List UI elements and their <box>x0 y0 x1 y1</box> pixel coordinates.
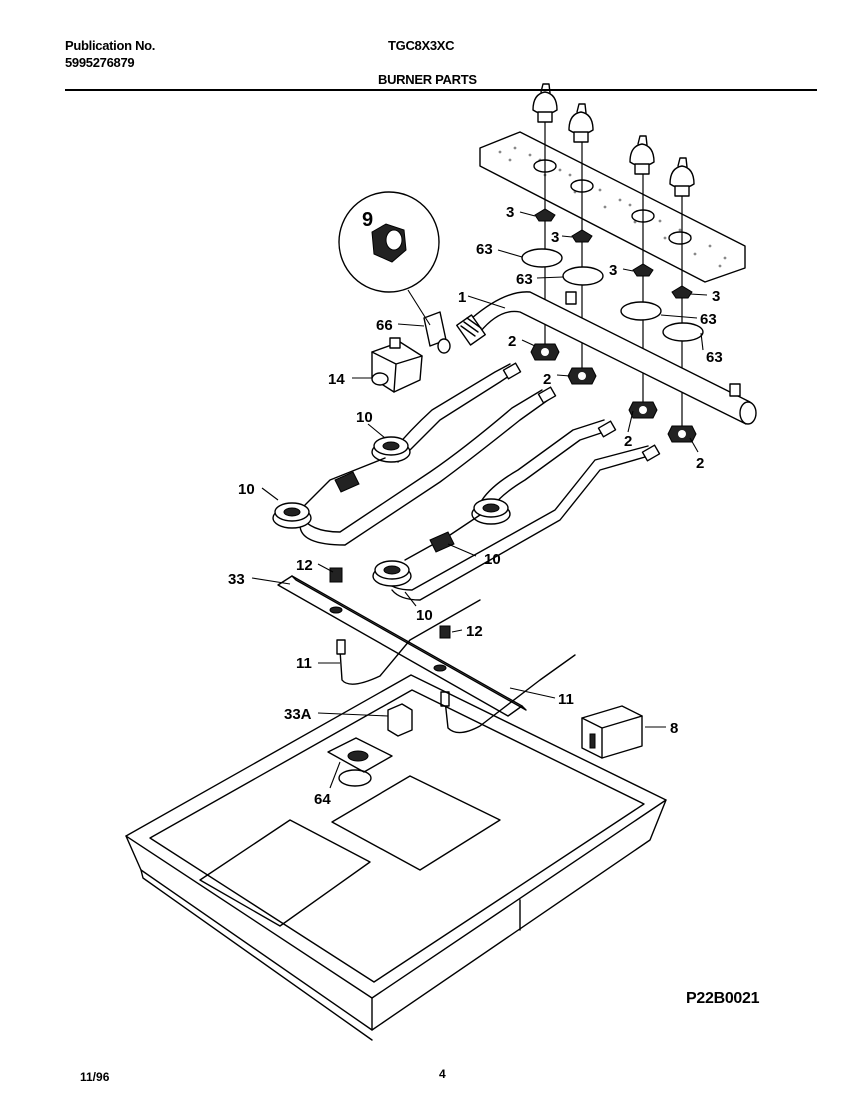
bezels <box>534 208 693 299</box>
gasket-plate <box>327 737 393 773</box>
callout-3: 3 <box>609 262 617 279</box>
callout-2: 2 <box>508 333 516 350</box>
callout-10: 10 <box>356 409 373 426</box>
callout-3: 3 <box>506 204 514 221</box>
header-rule <box>65 89 817 91</box>
callout-12: 12 <box>466 623 483 640</box>
burner-heads <box>272 436 511 587</box>
washers <box>521 248 704 342</box>
callout-11: 11 <box>296 655 312 672</box>
callout-63: 63 <box>516 271 533 288</box>
manifold-pipe <box>456 291 757 425</box>
control-panel <box>479 131 746 283</box>
callout-11: 11 <box>558 691 574 708</box>
pressure-regulator <box>371 311 451 393</box>
callout-66: 66 <box>376 317 393 334</box>
publication-label: Publication No. <box>65 38 156 53</box>
publication-number: 5995276879 <box>65 55 135 70</box>
callout-63: 63 <box>700 311 717 328</box>
callout-33a: 33A <box>284 706 312 723</box>
callout-1: 1 <box>458 289 466 306</box>
callout-2: 2 <box>543 371 551 388</box>
callout-10: 10 <box>484 551 501 568</box>
callout-2: 2 <box>696 455 704 472</box>
callout-labels: 1 2 2 2 2 3 3 3 3 8 9 10 10 10 10 11 11 … <box>228 204 723 808</box>
callout-33: 33 <box>228 571 245 588</box>
burner-box <box>125 674 667 1041</box>
callout-2: 2 <box>624 433 632 450</box>
orifice-fittings <box>502 362 661 462</box>
igniter-switch <box>581 705 643 759</box>
leader-lines <box>251 211 708 789</box>
callout-64: 64 <box>314 791 331 808</box>
callout-12: 12 <box>296 557 313 574</box>
bracket-33a <box>387 703 413 737</box>
drawing-code: P22B0021 <box>686 990 760 1007</box>
detail-nut-magnifier <box>338 191 440 326</box>
callout-10: 10 <box>238 481 255 498</box>
electrodes <box>336 599 576 734</box>
callout-14: 14 <box>328 371 345 388</box>
page-number: 4 <box>439 1067 446 1081</box>
gas-valves <box>530 343 697 443</box>
print-date: 11/96 <box>80 1070 110 1084</box>
model-number: TGC8X3XC <box>388 38 455 53</box>
callout-63: 63 <box>476 241 493 258</box>
callout-63: 63 <box>706 349 723 366</box>
callout-8: 8 <box>670 720 678 737</box>
callout-3: 3 <box>712 288 720 305</box>
callout-10: 10 <box>416 607 433 624</box>
callout-3: 3 <box>551 229 559 246</box>
callout-9: 9 <box>362 209 373 231</box>
section-title: BURNER PARTS <box>378 72 477 87</box>
support-bar <box>277 567 527 717</box>
control-knobs <box>532 83 695 197</box>
